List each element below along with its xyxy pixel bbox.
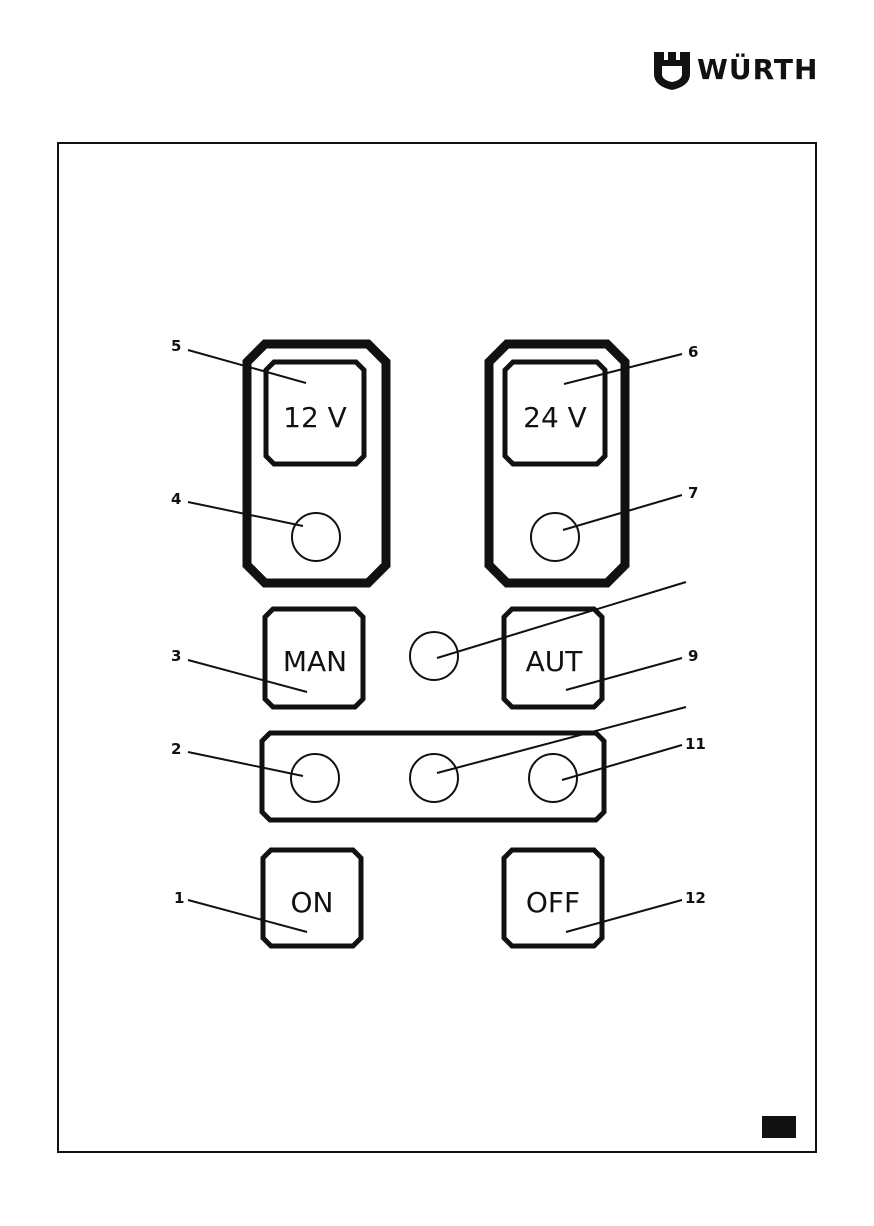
led-bar-panel	[262, 733, 604, 820]
led-12v	[292, 513, 340, 561]
button-12v-label: 12 V	[283, 401, 347, 434]
callout-7: 7	[688, 484, 698, 502]
callout-12: 12	[685, 889, 706, 907]
leader-2	[188, 752, 303, 776]
leader-12	[566, 900, 682, 932]
led-24v	[531, 513, 579, 561]
callout-5: 5	[171, 337, 181, 355]
leader-1	[188, 900, 307, 932]
led-center	[410, 632, 458, 680]
callout-4: 4	[171, 490, 181, 508]
callout-1: 1	[174, 889, 184, 907]
callout-6: 6	[688, 343, 698, 361]
leader-10	[437, 707, 686, 773]
corner-marker	[762, 1116, 796, 1138]
button-on-label: ON	[291, 886, 334, 919]
leader-9	[566, 658, 682, 690]
leader-11	[562, 745, 682, 780]
button-24v-label: 24 V	[523, 401, 587, 434]
button-aut-label: AUT	[526, 645, 584, 678]
callout-11: 11	[685, 735, 706, 753]
button-off-label: OFF	[526, 886, 580, 919]
button-man-label: MAN	[283, 645, 347, 678]
led-bar-left	[291, 754, 339, 802]
callout-9: 9	[688, 647, 698, 665]
callout-2: 2	[171, 740, 181, 758]
callout-3: 3	[171, 647, 181, 665]
led-bar-middle	[410, 754, 458, 802]
